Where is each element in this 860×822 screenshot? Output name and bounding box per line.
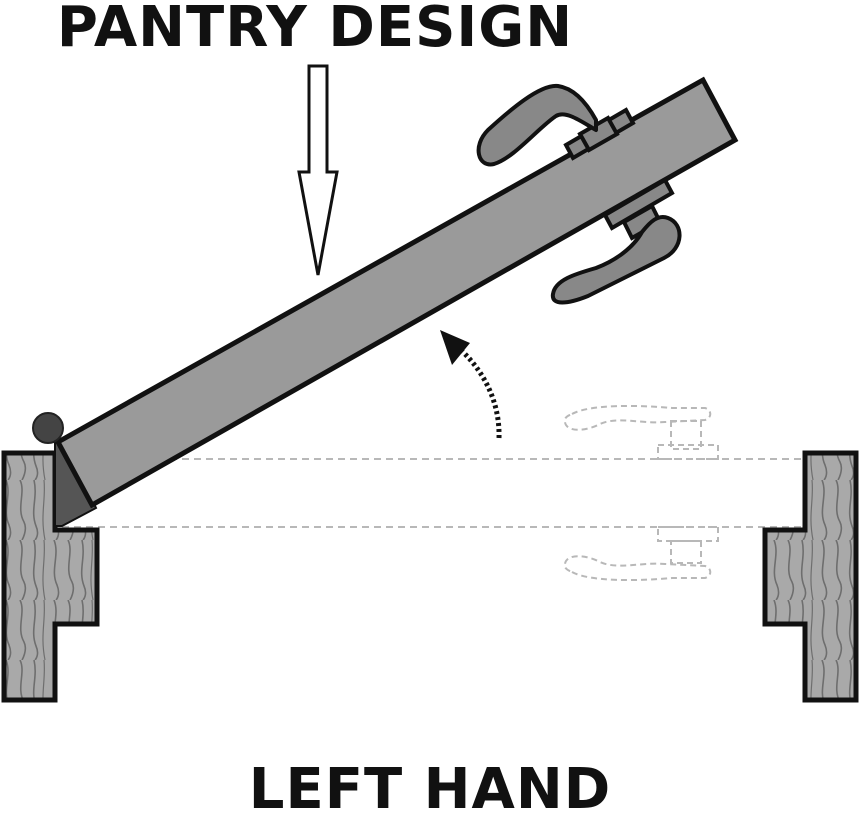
ghost-handle-bottom-icon <box>563 526 719 582</box>
hinge-pin-icon <box>32 412 64 444</box>
curved-arrow-icon <box>440 330 502 439</box>
diagram-caption: LEFT HAND <box>248 757 612 822</box>
right-door-frame <box>762 450 859 703</box>
closed-door-ghost <box>62 458 805 528</box>
ghost-handle-top-icon <box>563 404 719 460</box>
lever-handle-lower-icon <box>550 177 682 305</box>
lever-handle-upper-icon <box>476 83 636 167</box>
open-door-slab <box>54 76 739 509</box>
diagram-title: PANTRY DESIGN <box>56 0 574 60</box>
down-arrow-icon <box>297 64 339 276</box>
